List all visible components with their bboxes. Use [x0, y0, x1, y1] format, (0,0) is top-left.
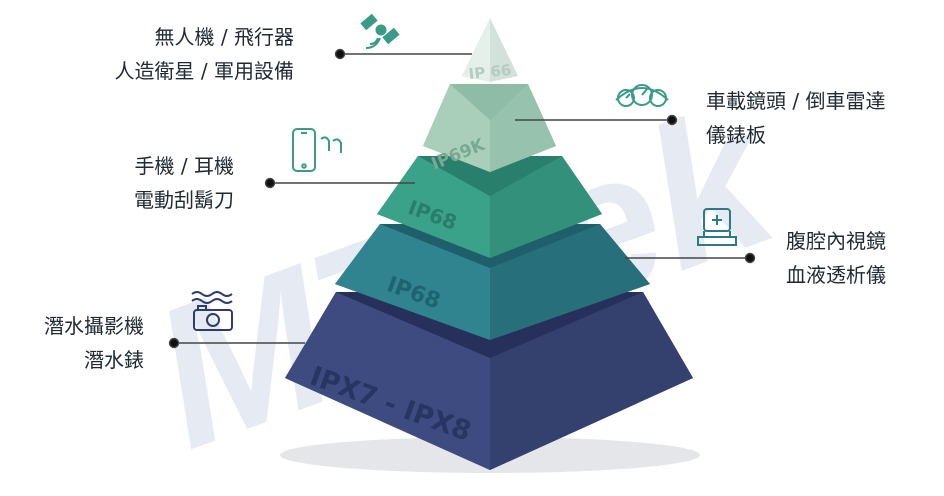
tier-4-applications: 腹腔內視鏡 血液透析儀 — [786, 224, 886, 292]
dashboard-gauge-icon — [615, 84, 669, 107]
application-label: 車載鏡頭 / 倒車雷達 — [706, 89, 886, 113]
application-label: 腹腔內視鏡 — [786, 229, 886, 253]
tier-1-rating: IP 66 — [468, 61, 512, 83]
pyramid-tier-3 — [377, 156, 602, 258]
phone-earbuds-icon — [292, 128, 342, 172]
tier-3-applications: 手機 / 耳機 電動刮鬍刀 — [134, 149, 234, 217]
application-label: 血液透析儀 — [786, 263, 886, 287]
pyramid-tier-2 — [423, 84, 556, 172]
satellite-icon — [360, 13, 400, 49]
pyramid-tier-1 — [462, 18, 518, 82]
medical-device-icon — [697, 208, 737, 246]
tier-5-applications: 潛水攝影機 潛水錶 — [44, 309, 144, 377]
application-label: 電動刮鬍刀 — [134, 188, 234, 212]
tier-2-applications: 車載鏡頭 / 倒車雷達 儀錶板 — [706, 84, 885, 152]
application-label: 潛水攝影機 — [44, 314, 144, 338]
tier-1-applications: 無人機 / 飛行器 人造衛星 / 軍用設備 — [115, 20, 294, 88]
application-label: 人造衛星 / 軍用設備 — [114, 59, 294, 83]
underwater-camera-icon — [191, 291, 233, 331]
application-label: 無人機 / 飛行器 — [154, 25, 294, 49]
connector-lines — [168, 48, 756, 349]
application-label: 手機 / 耳機 — [134, 154, 234, 178]
application-label: 儀錶板 — [706, 123, 766, 147]
application-label: 潛水錶 — [84, 348, 144, 372]
